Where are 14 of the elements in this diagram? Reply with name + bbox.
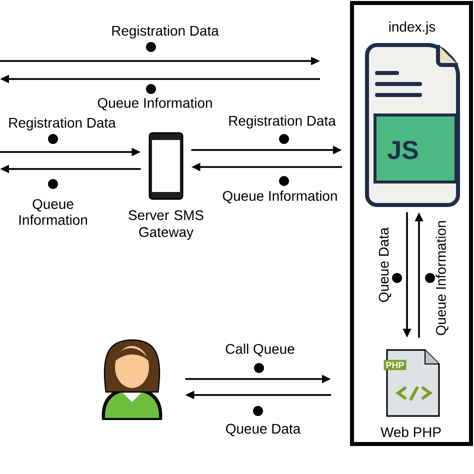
edge-label: Registration Data <box>9 118 116 130</box>
edge-label: Queue Information <box>436 221 448 336</box>
edge-label: Registration Data <box>229 116 336 128</box>
edge-label: Queue Data <box>378 227 392 302</box>
edge-label: Queue Information <box>222 190 337 204</box>
person-icon <box>102 339 162 420</box>
edge-label: Call Queue <box>226 344 294 356</box>
edge-label: Queue Information <box>19 199 87 225</box>
file-name: index.js <box>389 22 436 34</box>
node-label: Server SMS Gateway <box>128 210 204 240</box>
server-frame <box>350 1 473 446</box>
edge-label: Queue Information <box>98 98 212 110</box>
edge-label: Queue Data <box>226 424 301 436</box>
edge-label: Registration Data <box>112 26 219 38</box>
